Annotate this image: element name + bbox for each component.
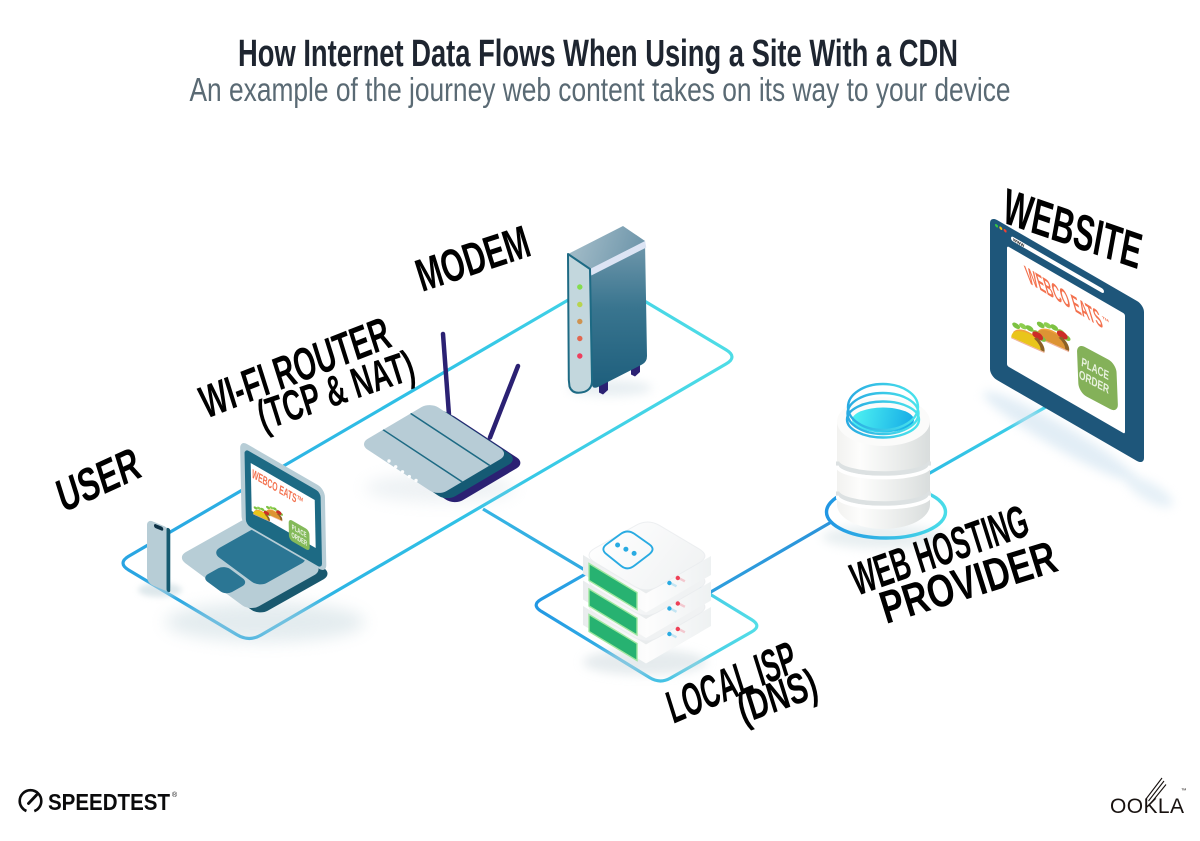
svg-text:How Internet Data Flows When U: How Internet Data Flows When Using a Sit… <box>238 33 958 75</box>
svg-text:OOKLA: OOKLA <box>1110 795 1184 818</box>
svg-text:SPEEDTEST: SPEEDTEST <box>48 789 171 815</box>
svg-text:An example of the journey web: An example of the journey web content ta… <box>190 71 1011 108</box>
svg-text:WWW: WWW <box>1013 237 1025 249</box>
svg-text:™: ™ <box>1101 314 1112 328</box>
svg-text:®: ® <box>172 791 178 799</box>
svg-text:™: ™ <box>1181 788 1187 794</box>
